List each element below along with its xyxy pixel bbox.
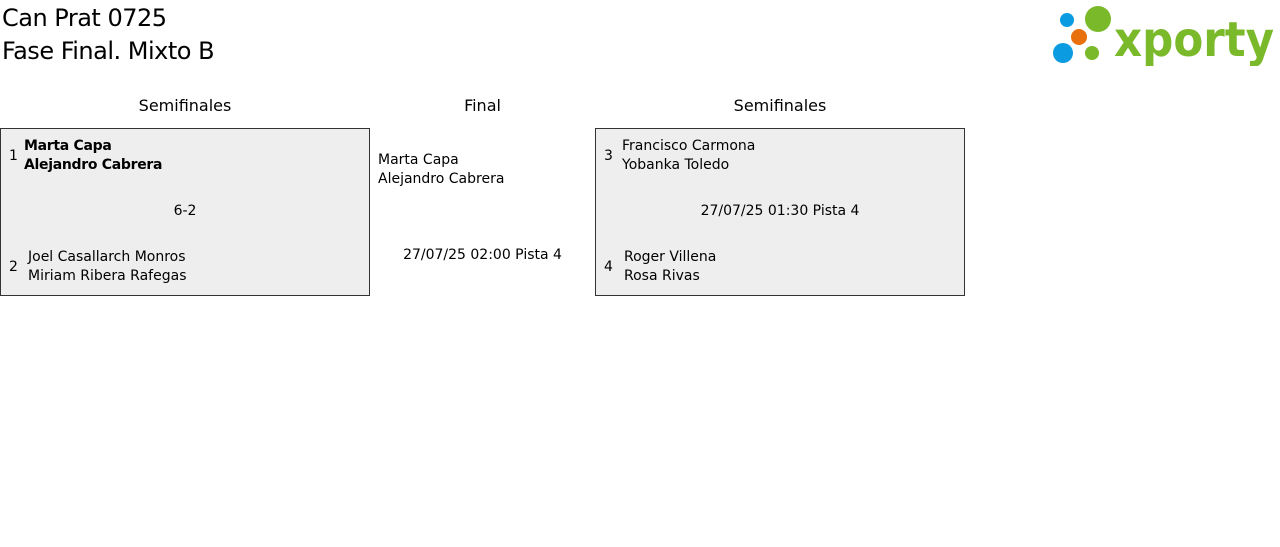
match-schedule: 27/07/25 01:30 Pista 4 [700, 203, 860, 219]
seed-number: 2 [9, 259, 18, 275]
column-header-final: Final [464, 96, 501, 115]
team-player: Joel Casallarch Monros [28, 249, 186, 265]
semifinal-match-left[interactable]: 1 Marta Capa Alejandro Cabrera 6-2 2 Joe… [0, 128, 370, 296]
final-schedule: 27/07/25 02:00 Pista 4 [403, 247, 562, 263]
seed-number: 1 [9, 148, 18, 164]
column-header-semifinales-right: Semifinales [733, 96, 827, 115]
team-player: Yobanka Toledo [622, 157, 730, 173]
team-player: Alejandro Cabrera [24, 157, 163, 173]
svg-text:xporty: xporty [1114, 12, 1274, 66]
team-player: Roger Villena [624, 249, 717, 265]
final-team-player: Alejandro Cabrera [378, 171, 505, 187]
team-player: Marta Capa [24, 138, 112, 154]
tournament-title: Can Prat 0725 [2, 4, 167, 32]
team-player: Rosa Rivas [624, 268, 700, 284]
team-player: Miriam Ribera Rafegas [28, 268, 187, 284]
semifinal-match-right[interactable]: 3 Francisco Carmona Yobanka Toledo 27/07… [595, 128, 965, 296]
seed-number: 4 [604, 259, 613, 275]
column-header-semifinales-left: Semifinales [138, 96, 232, 115]
match-result: 6-2 [173, 203, 197, 219]
final-team-player: Marta Capa [378, 152, 459, 168]
phase-title: Fase Final. Mixto B [2, 37, 215, 65]
team-player: Francisco Carmona [622, 138, 756, 154]
seed-number: 3 [604, 148, 613, 164]
xporty-logo: xporty [1053, 6, 1274, 66]
